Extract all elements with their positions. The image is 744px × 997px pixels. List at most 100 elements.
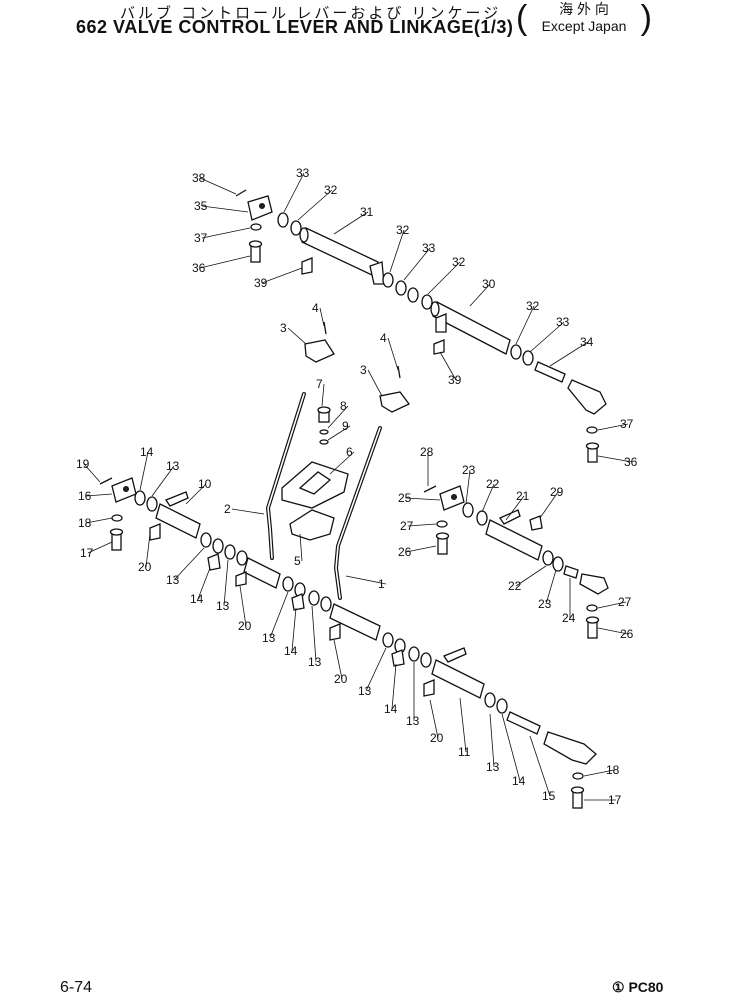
callout-leader-line <box>597 423 629 431</box>
callout-leader-line <box>459 697 467 753</box>
region-note: ( 海 外 向 Except Japan ) <box>516 1 652 35</box>
callout-leader-line <box>297 189 333 221</box>
part-callout-14: 14 <box>190 592 204 606</box>
bolt-head <box>109 528 124 536</box>
callout-leader-line <box>287 327 307 345</box>
part-callout-18: 18 <box>78 516 92 530</box>
callout-leader-line <box>197 567 211 600</box>
callout-leader-line <box>269 591 289 639</box>
collar-part <box>382 272 394 288</box>
part-callout-16: 16 <box>78 489 92 503</box>
callout-leader-line <box>311 605 317 663</box>
part-callout-9: 9 <box>342 419 349 433</box>
callout-leader-line <box>199 177 237 195</box>
part-callout-5: 5 <box>294 554 301 568</box>
washer-part <box>436 520 448 528</box>
callout-leader-line <box>85 493 113 497</box>
callout-leader-line <box>405 545 437 553</box>
callout-leaders <box>83 172 633 801</box>
washer-part <box>319 429 329 435</box>
shaft-part <box>431 659 485 699</box>
part-callout-20: 20 <box>430 731 444 745</box>
part-callout-33: 33 <box>296 166 310 180</box>
callout-leader-line <box>545 569 557 605</box>
region-english: Except Japan <box>541 18 627 34</box>
callout-leader-line <box>515 305 535 345</box>
callout-leader-line <box>529 735 551 797</box>
lever-part <box>567 379 607 415</box>
collar-part <box>407 287 419 303</box>
pin-part <box>235 189 247 197</box>
callout-leader-line <box>427 261 461 295</box>
callout-leader-line <box>319 307 325 327</box>
callout-leader-line <box>201 205 249 213</box>
grease-fitting <box>433 339 445 355</box>
callout-labels: 3835373639333231323332303233343736394343… <box>76 166 638 807</box>
spacer-part <box>391 649 405 667</box>
collar-part <box>320 596 332 612</box>
callout-leader-line <box>529 321 565 353</box>
lever-head <box>379 391 410 413</box>
bracket-hole <box>259 203 265 209</box>
callout-leader-line <box>549 341 589 367</box>
part-callout-36: 36 <box>192 261 206 275</box>
part-callout-20: 20 <box>334 672 348 686</box>
part-callout-13: 13 <box>166 459 180 473</box>
part-callout-10: 10 <box>198 477 212 491</box>
bolt-head <box>435 532 450 540</box>
part-callout-18: 18 <box>606 763 620 777</box>
shaft-part <box>329 603 381 641</box>
collar-part <box>308 590 320 606</box>
grease-fitting <box>301 257 313 275</box>
part-callout-23: 23 <box>462 463 476 477</box>
shaft-part <box>485 519 543 561</box>
callout-leader-line <box>151 465 175 497</box>
callout-leader-line <box>403 247 431 281</box>
part-callout-24: 24 <box>562 611 576 625</box>
callout-leader-line <box>199 255 251 269</box>
callout-leader-line <box>173 547 205 581</box>
lever-head <box>304 339 335 363</box>
title-japanese: バルブ コントロール レバーおよび リンケージ <box>120 5 502 22</box>
collar-part <box>277 212 289 228</box>
collar-part <box>224 544 236 560</box>
callout-leader-line <box>139 451 149 491</box>
collar-part <box>408 646 420 662</box>
callout-leader-line <box>389 229 405 273</box>
washer-part <box>572 772 584 780</box>
callout-leader-line <box>501 713 521 782</box>
callout-leader-line <box>223 559 229 607</box>
part-callout-20: 20 <box>238 619 252 633</box>
collar-part <box>134 490 146 506</box>
callout-leader-line <box>405 497 441 501</box>
part-callout-37: 37 <box>620 417 634 431</box>
callout-leader-line <box>261 267 303 284</box>
part-callout-14: 14 <box>140 445 154 459</box>
callout-leader-line <box>87 541 113 554</box>
washer-part <box>111 514 123 522</box>
lever-part <box>543 731 597 765</box>
collar-part <box>382 632 394 648</box>
shaft-part <box>155 503 201 539</box>
collar-part <box>421 294 433 310</box>
callout-leader-line <box>299 533 303 562</box>
collar-part <box>395 280 407 296</box>
part-callout-22: 22 <box>508 579 522 593</box>
control-rod-highlight <box>335 427 381 599</box>
grease-fitting <box>235 571 247 587</box>
part-callout-13: 13 <box>406 714 420 728</box>
callout-leader-line <box>469 283 491 307</box>
callout-leader-line <box>407 523 437 527</box>
washer-part <box>586 426 598 434</box>
part-callout-3: 3 <box>280 321 287 335</box>
shaft-end <box>299 227 309 243</box>
part-callout-17: 17 <box>80 546 94 560</box>
callout-leader-line <box>283 172 305 213</box>
part-callout-23: 23 <box>538 597 552 611</box>
callout-leader-line <box>327 425 351 441</box>
collar-part <box>146 496 158 512</box>
part-callout-21: 21 <box>516 489 530 503</box>
callout-leader-line <box>291 607 297 652</box>
part-callout-3: 3 <box>360 363 367 377</box>
